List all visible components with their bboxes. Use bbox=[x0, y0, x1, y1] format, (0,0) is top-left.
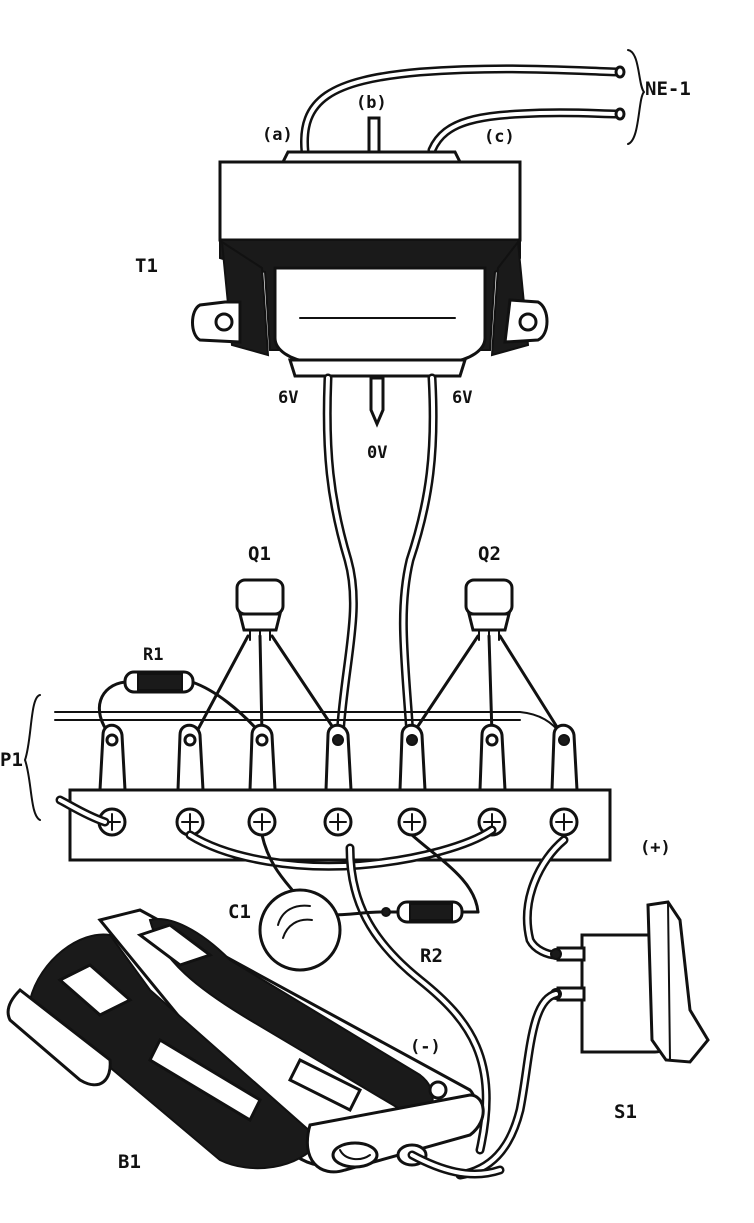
switch-s1 bbox=[455, 900, 710, 1180]
label-s1: S1 bbox=[614, 1101, 637, 1123]
label-terminal-a: (a) bbox=[262, 125, 293, 145]
resistor-r2 bbox=[378, 900, 480, 924]
capacitor-c1 bbox=[258, 888, 382, 972]
label-minus: (-) bbox=[410, 1037, 441, 1057]
label-terminal-b: (b) bbox=[356, 93, 387, 113]
mains-cable bbox=[299, 49, 645, 157]
resistor-r1 bbox=[97, 670, 264, 737]
label-b1: B1 bbox=[118, 1151, 141, 1173]
labels: NE-1 (a) (b) (c) T1 6V 6V 0V Q1 Q2 R1 P1… bbox=[0, 78, 691, 1173]
label-r2: R2 bbox=[420, 945, 443, 967]
label-p1: P1 bbox=[0, 749, 23, 771]
under-board-wiring bbox=[185, 825, 569, 1155]
label-ne1: NE-1 bbox=[645, 78, 691, 100]
transformer-t1 bbox=[191, 116, 549, 428]
label-6v-right: 6V bbox=[452, 388, 472, 408]
label-r1: R1 bbox=[143, 645, 163, 665]
label-q2: Q2 bbox=[478, 543, 501, 565]
label-terminal-c: (c) bbox=[484, 127, 515, 147]
terminal-strip-p1 bbox=[24, 694, 612, 862]
battery-holder-b1 bbox=[6, 908, 505, 1179]
terminal-b-pin bbox=[367, 116, 381, 156]
transistor-q2 bbox=[410, 578, 564, 737]
label-c1: C1 bbox=[228, 901, 251, 923]
transistor-q1 bbox=[193, 578, 340, 737]
secondary-wires bbox=[322, 373, 438, 740]
label-plus: (+) bbox=[640, 838, 671, 858]
terminal-0v-pin bbox=[369, 376, 385, 428]
label-t1: T1 bbox=[135, 255, 158, 277]
label-0v: 0V bbox=[367, 443, 387, 463]
label-6v-left: 6V bbox=[278, 388, 298, 408]
label-q1: Q1 bbox=[248, 543, 271, 565]
